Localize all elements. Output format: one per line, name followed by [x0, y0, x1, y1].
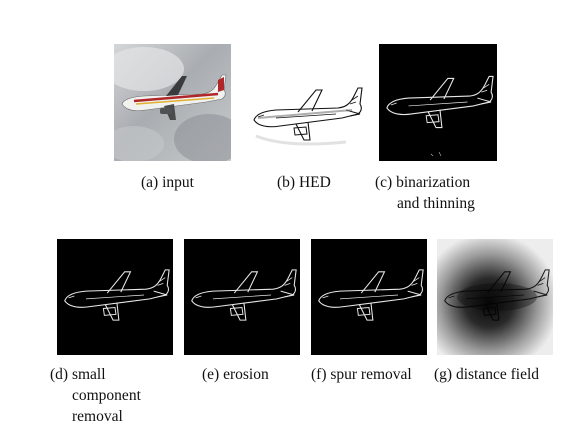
hed-edge-map [246, 74, 366, 154]
airplane-photo [114, 44, 231, 161]
caption-line: (b) HED [277, 174, 331, 191]
spur-removed-edge-map [311, 239, 427, 355]
panel-distance-field [437, 239, 553, 355]
caption-line: component [72, 387, 141, 404]
caption-line: (c) binarization [375, 174, 471, 191]
caption-line: (g) distance field [434, 366, 540, 383]
panel-binarization-thinning [379, 44, 497, 161]
caption-line: and thinning [397, 195, 475, 212]
caption-line: (d) small [50, 366, 106, 383]
panel-hed-edges [246, 74, 366, 154]
caption-line: (f) spur removal [311, 366, 412, 383]
panel-input-image [114, 44, 231, 161]
caption-line: removal [72, 408, 123, 425]
panel-small-component-removal [57, 239, 173, 355]
caption-line: (a) input [141, 174, 194, 191]
caption-distance-field: (g) distance field [434, 364, 539, 385]
caption-hed: (b) HED [277, 172, 331, 193]
cleaned-edge-map [57, 239, 173, 355]
caption-binarization-thinning: (c) binarization and thinning [375, 172, 475, 214]
caption-erosion: (e) erosion [202, 364, 269, 385]
caption-line: (e) erosion [202, 366, 269, 383]
panel-spur-removal [311, 239, 427, 355]
distance-field-map [437, 239, 553, 355]
caption-small-component-removal: (d) small component removal [50, 364, 141, 427]
caption-spur-removal: (f) spur removal [311, 364, 412, 385]
panel-erosion [184, 239, 300, 355]
eroded-edge-map [184, 239, 300, 355]
thinned-edge-map [379, 44, 497, 161]
caption-input: (a) input [141, 172, 194, 193]
